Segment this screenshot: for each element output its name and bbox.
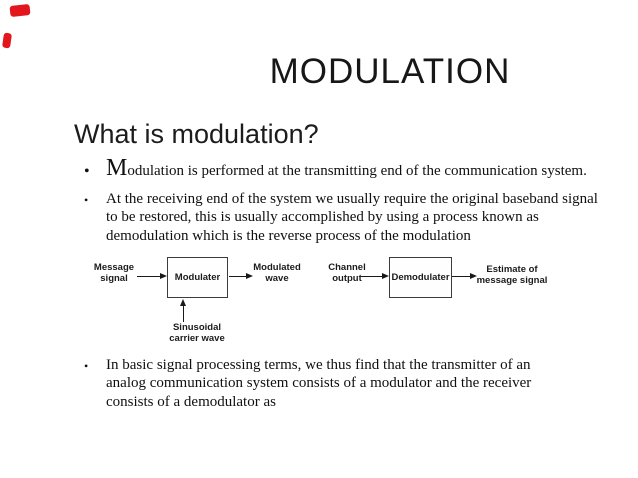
demodulator-label: Demodulater (391, 272, 450, 283)
red-pen-mark-icon (9, 3, 31, 18)
demodulator-box: Demodulater (389, 257, 452, 298)
modulator-box: Modulater (167, 257, 228, 298)
lead-capital: M (106, 155, 128, 181)
arrow-right-icon (229, 272, 253, 279)
arrow-up-icon (179, 299, 186, 322)
modulated-wave-label: Modulated wave (253, 262, 301, 284)
red-pen-mark-icon (1, 32, 13, 49)
message-signal-label: Message signal (93, 262, 135, 284)
slide-title: MODULATION (269, 52, 511, 91)
bullet-item: • At the receiving end of the system we … (84, 190, 602, 245)
bullet-text: At the receiving end of the system we us… (106, 191, 598, 244)
bullet-marker: • (84, 163, 90, 180)
arrow-right-icon (361, 272, 389, 279)
arrow-right-icon (137, 272, 167, 279)
arrow-right-icon (452, 272, 477, 279)
carrier-wave-label: Sinusoidal carrier wave (169, 322, 225, 344)
bullet-marker: • (84, 359, 89, 373)
modulator-label: Modulater (174, 272, 221, 283)
bullet-text: In basic signal processing terms, we thu… (106, 357, 532, 410)
bullet-text: Modulation is performed at the transmitt… (106, 156, 587, 180)
slide-heading: What is modulation? (74, 119, 319, 149)
estimate-label: Estimate of message signal (476, 264, 548, 286)
bullet-text-rest: odulation is performed at the transmitti… (127, 163, 587, 179)
bullet-item: • Modulation is performed at the transmi… (84, 156, 602, 181)
channel-output-label: Channel output (328, 262, 366, 284)
bullet-marker: • (84, 193, 89, 207)
bullet-item: • In basic signal processing terms, we t… (84, 356, 602, 411)
